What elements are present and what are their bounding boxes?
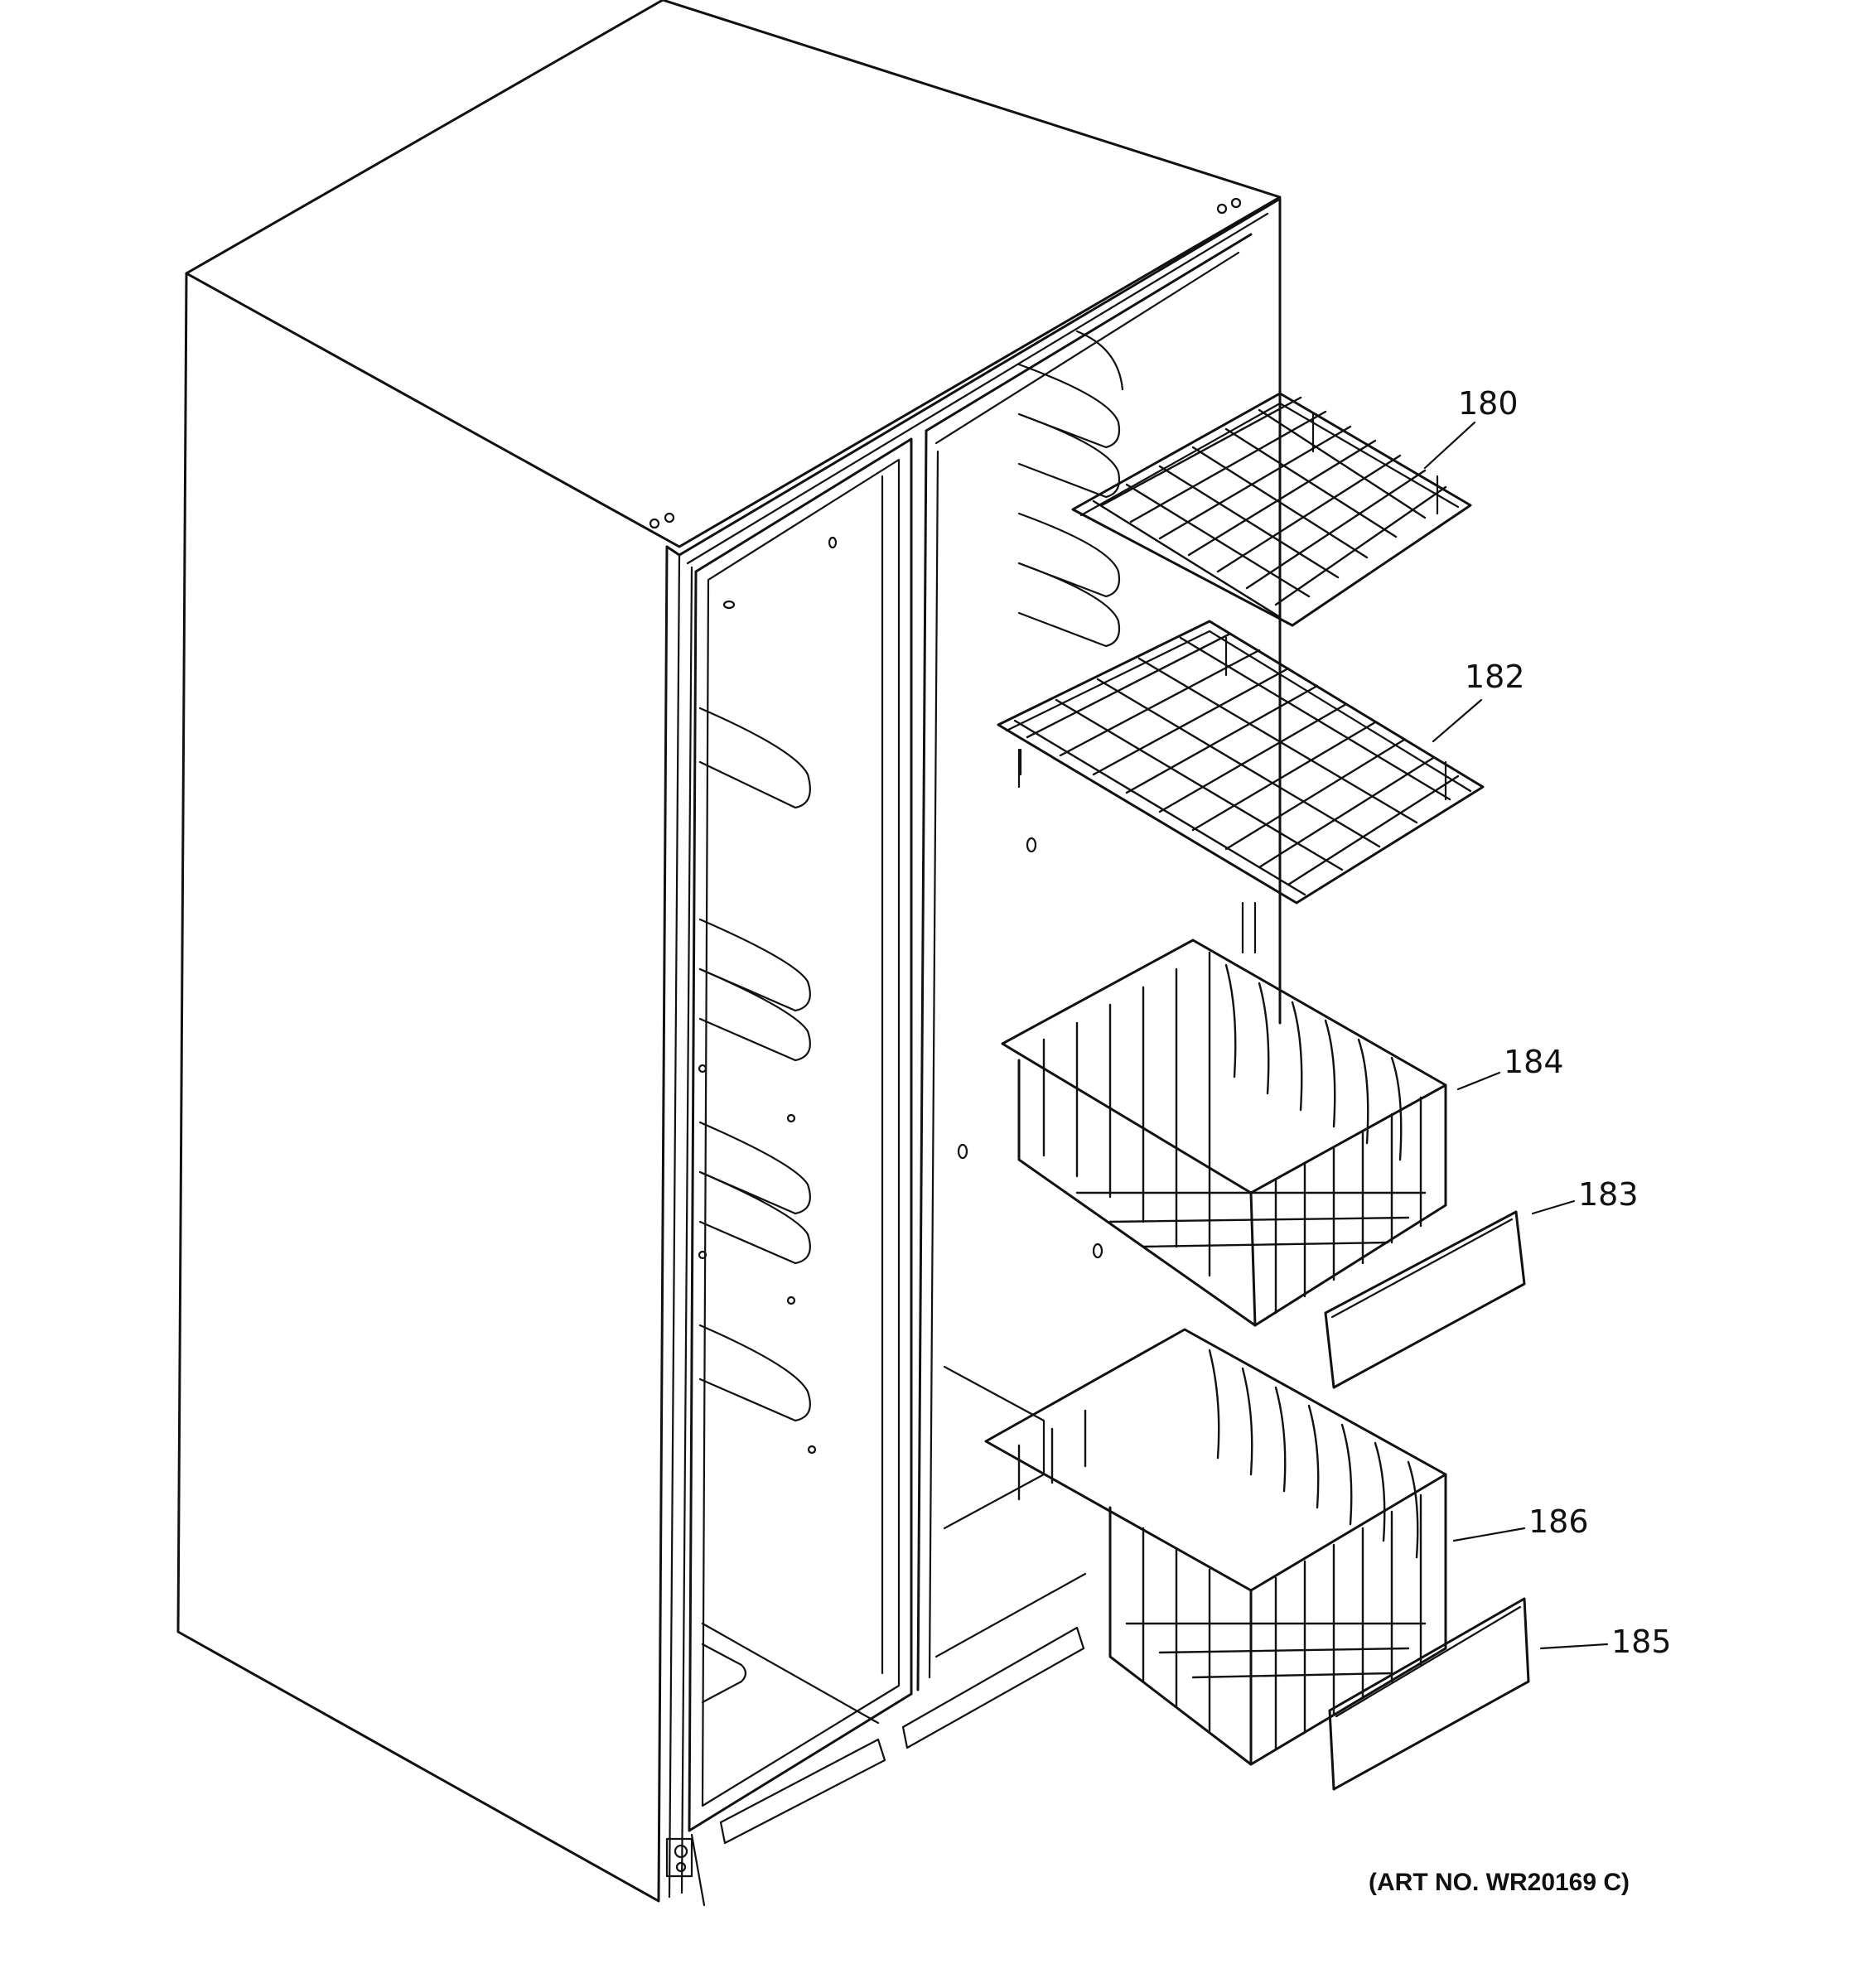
callout-185: 185 <box>1611 1624 1672 1660</box>
basket-front-185 <box>1328 1597 1530 1791</box>
leader-182 <box>1432 698 1483 743</box>
leader-180 <box>1423 421 1476 470</box>
basket-186 <box>984 1328 1447 1766</box>
wire-shelf-180 <box>1071 392 1472 627</box>
callout-186: 186 <box>1528 1503 1589 1540</box>
bottom-hinge <box>665 1837 693 1878</box>
leader-183 <box>1531 1199 1576 1215</box>
leader-186 <box>1452 1527 1526 1542</box>
basket-184 <box>1001 939 1447 1327</box>
wire-shelf-182 <box>997 620 1485 954</box>
bottom-grille <box>690 1626 1085 1907</box>
callout-184: 184 <box>1504 1044 1564 1080</box>
callout-182: 182 <box>1465 659 1525 695</box>
callout-183: 183 <box>1578 1176 1639 1213</box>
fresh-food-liner <box>688 437 913 1832</box>
leader-lines <box>1423 421 1609 1650</box>
leader-184 <box>1456 1071 1501 1091</box>
refrigerator-cabinet <box>176 0 1282 1903</box>
basket-front-183 <box>1324 1210 1526 1389</box>
callout-180: 180 <box>1458 385 1519 422</box>
art-number: (ART NO. WR20169 C) <box>1369 1869 1630 1896</box>
leader-185 <box>1539 1643 1609 1650</box>
callout-labels: 180 182 184 183 186 185 <box>1458 385 1672 1660</box>
freezer-liner <box>916 233 1253 1691</box>
